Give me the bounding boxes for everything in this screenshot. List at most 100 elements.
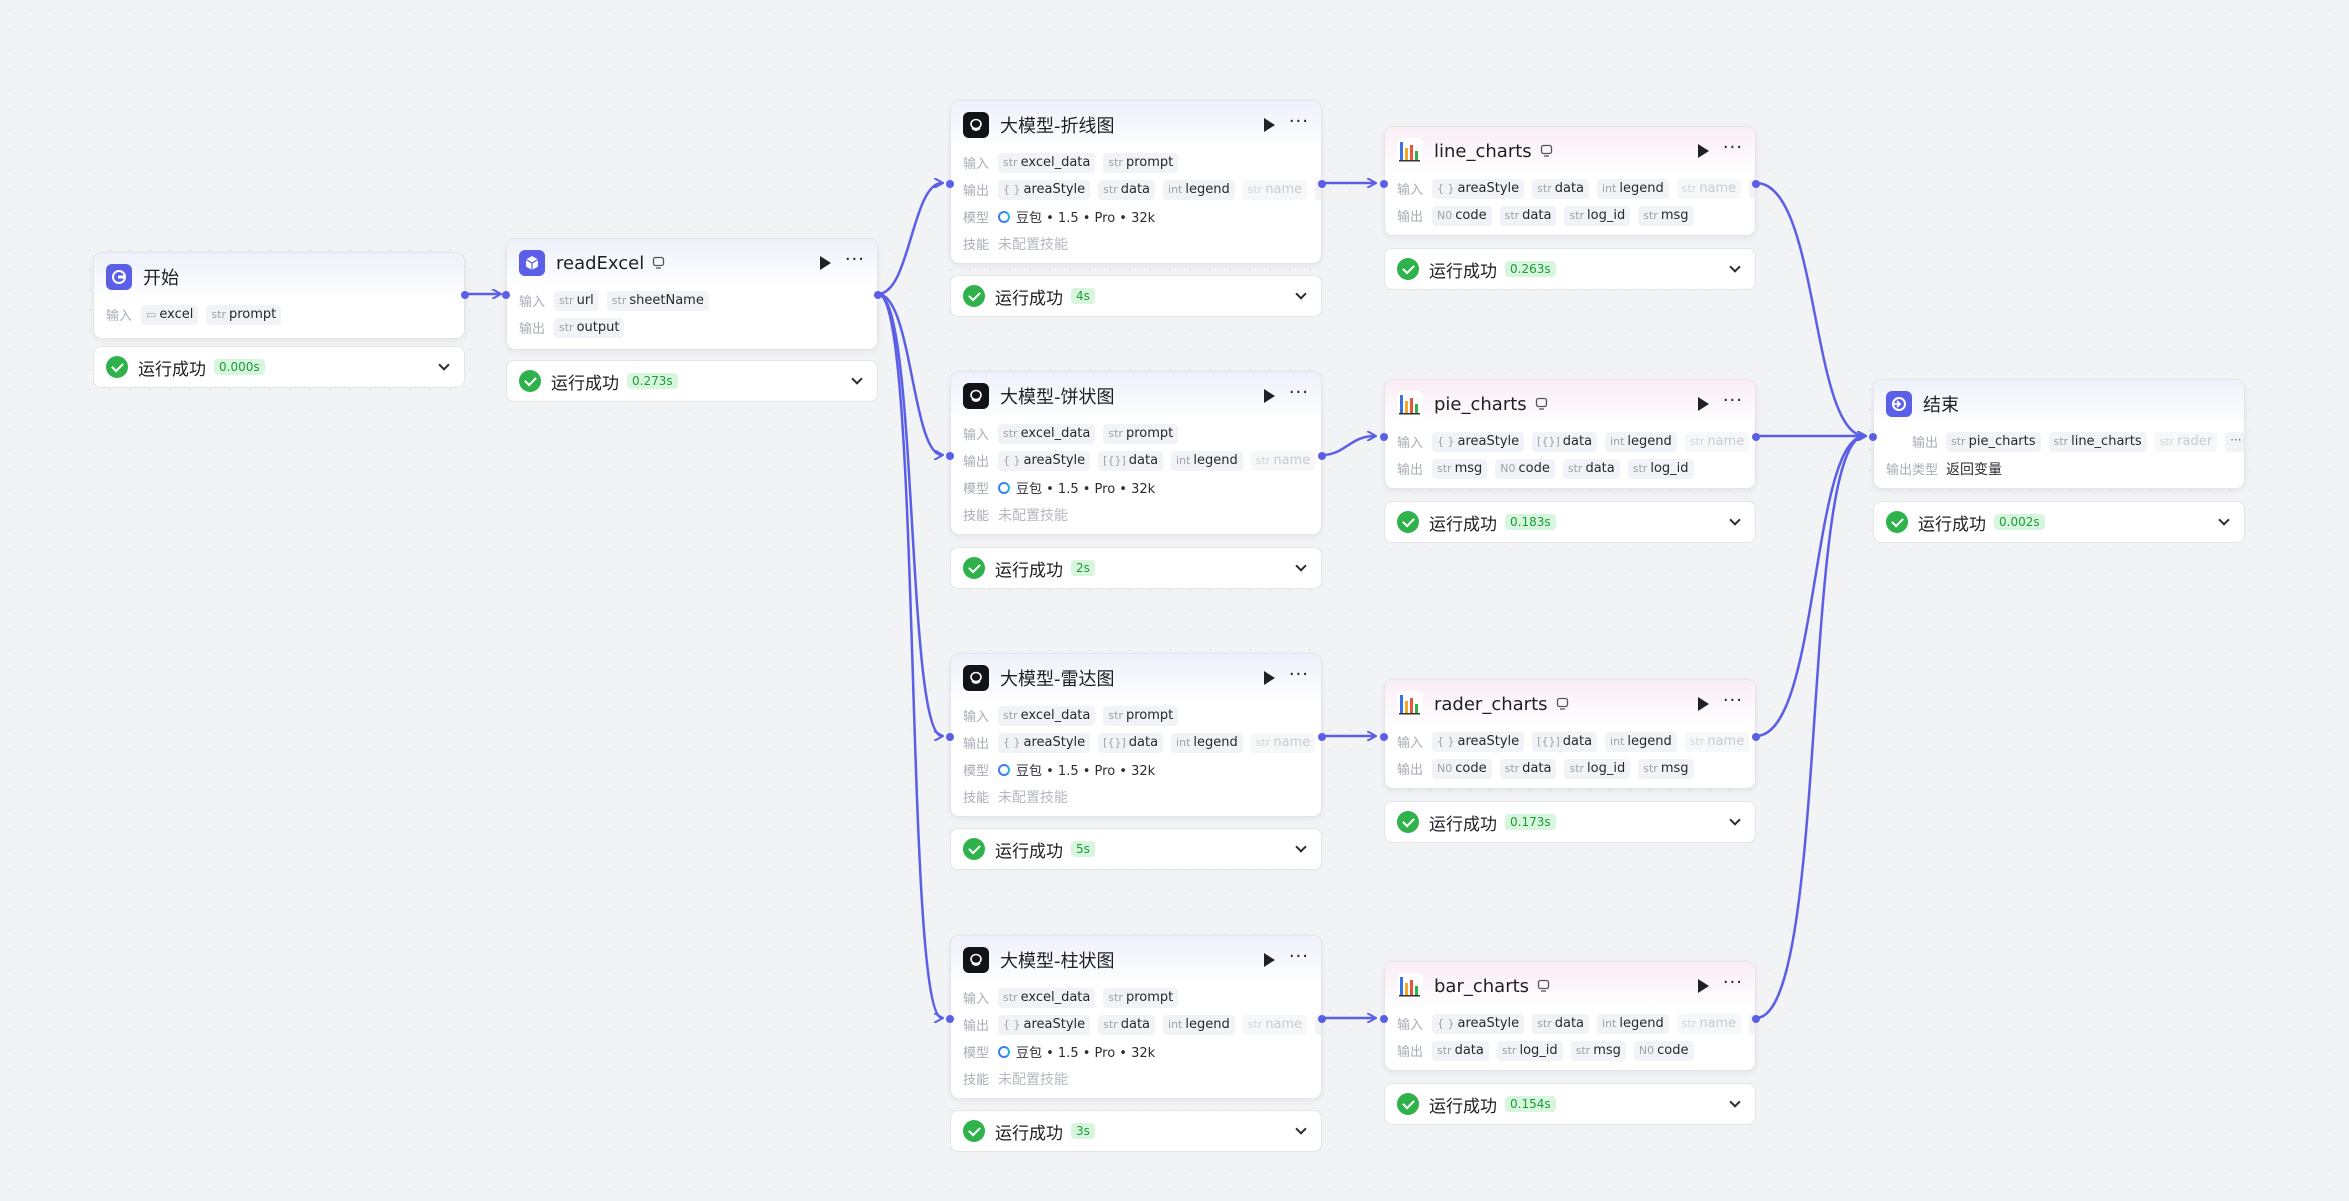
param-type: { } [1437, 1017, 1455, 1030]
input-port[interactable] [1380, 433, 1388, 441]
more-options-button[interactable]: ··· [1722, 390, 1743, 411]
version-icon [1535, 395, 1548, 414]
status-text: 运行成功 [551, 373, 619, 394]
input-port[interactable] [1380, 180, 1388, 188]
more-options-button[interactable]: ··· [1288, 382, 1309, 403]
chevron-down-icon[interactable] [2218, 514, 2230, 526]
output-port[interactable] [1318, 733, 1326, 741]
chevron-down-icon[interactable] [1295, 1123, 1307, 1135]
row-value: 未配置技能 [998, 789, 1068, 806]
param-name: log_id [1650, 461, 1689, 476]
run-node-button[interactable] [1697, 144, 1709, 158]
output-port[interactable] [1752, 1015, 1760, 1023]
param-name: excel_data [1020, 708, 1091, 723]
output-type-row: 输出类型 返回变量 [1874, 455, 2244, 482]
chevron-down-icon[interactable] [1295, 560, 1307, 572]
run-status-pie-charts[interactable]: 运行成功 0.183s [1384, 501, 1756, 543]
param-name: data [1454, 1043, 1484, 1058]
param-tag: { }areaStyle [998, 732, 1091, 753]
chevron-down-icon[interactable] [1729, 261, 1741, 273]
run-status-llm-radar[interactable]: 运行成功 5s [950, 828, 1322, 870]
output-port[interactable] [1752, 180, 1760, 188]
chevron-down-icon[interactable] [1295, 841, 1307, 853]
more-options-button[interactable]: ··· [1722, 690, 1743, 711]
input-port[interactable] [1869, 433, 1877, 441]
chevron-down-icon[interactable] [1729, 514, 1741, 526]
output-port[interactable] [1752, 733, 1760, 741]
chevron-down-icon[interactable] [851, 373, 863, 385]
more-options-button[interactable]: ··· [1722, 137, 1743, 158]
node-rader-charts[interactable]: rader_charts ··· 输入 { }areaStyle [{}]dat… [1380, 679, 1760, 789]
output-port[interactable] [461, 291, 469, 299]
run-node-button[interactable] [1263, 389, 1275, 403]
param-type: str [1567, 462, 1583, 475]
run-status-start[interactable]: 运行成功 0.000s [93, 346, 465, 388]
param-name: data [1554, 181, 1585, 196]
node-header: readExcel ··· [507, 239, 877, 287]
input-port[interactable] [946, 180, 954, 188]
run-status-read-excel[interactable]: 运行成功 0.273s [506, 360, 878, 402]
output-port[interactable] [1318, 452, 1326, 460]
edge-llm-pie-code [1321, 436, 1375, 457]
output-port[interactable] [1318, 180, 1326, 188]
chevron-down-icon[interactable] [1729, 1096, 1741, 1108]
run-status-end[interactable]: 运行成功 0.002s [1873, 501, 2245, 543]
run-status-rader-charts[interactable]: 运行成功 0.173s [1384, 801, 1756, 843]
input-port[interactable] [1380, 1015, 1388, 1023]
param-name: name [1265, 182, 1303, 197]
input-port[interactable] [946, 1015, 954, 1023]
run-status-line-charts[interactable]: 运行成功 0.263s [1384, 248, 1756, 290]
more-options-button[interactable]: ··· [1288, 111, 1309, 132]
run-status-bar-charts[interactable]: 运行成功 0.154s [1384, 1083, 1756, 1125]
run-status-llm-bar[interactable]: 运行成功 3s [950, 1110, 1322, 1152]
input-port[interactable] [946, 452, 954, 460]
run-node-button[interactable] [1697, 697, 1709, 711]
more-options-button[interactable]: ··· [1722, 972, 1743, 993]
node-actions: ··· [1263, 384, 1309, 403]
more-options-button[interactable]: ··· [844, 249, 865, 270]
input-port[interactable] [1380, 733, 1388, 741]
row-label: 技能 [963, 509, 990, 524]
output-port[interactable] [874, 291, 882, 299]
run-node-button[interactable] [1697, 979, 1709, 993]
node-pie-charts[interactable]: pie_charts ··· 输入 { }areaStyle [{}]data … [1380, 379, 1760, 489]
node-title: bar_charts [1434, 975, 1530, 997]
row-label: 输入 [1397, 436, 1424, 451]
success-check-icon [963, 557, 985, 579]
chevron-down-icon[interactable] [438, 359, 450, 371]
run-status-llm-pie[interactable]: 运行成功 2s [950, 547, 1322, 589]
node-actions: ··· [1697, 692, 1743, 711]
row-label: 模型 [963, 1046, 990, 1061]
run-node-button[interactable] [819, 256, 831, 270]
chevron-down-icon[interactable] [1729, 814, 1741, 826]
more-options-button[interactable]: ··· [1288, 664, 1309, 685]
output-port[interactable] [1752, 433, 1760, 441]
run-node-button[interactable] [1697, 397, 1709, 411]
input-port[interactable] [946, 733, 954, 741]
run-status-llm-line[interactable]: 运行成功 4s [950, 275, 1322, 317]
param-name: excel_data [1020, 990, 1091, 1005]
run-node-button[interactable] [1263, 671, 1275, 685]
param-type: str [1681, 1017, 1697, 1030]
chevron-down-icon[interactable] [1295, 288, 1307, 300]
output-port[interactable] [1318, 1015, 1326, 1023]
param-type: str [1003, 427, 1018, 440]
param-name: line_charts [2071, 434, 2142, 449]
more-options-button[interactable]: ··· [1288, 946, 1309, 967]
run-node-button[interactable] [1263, 953, 1275, 967]
input-port[interactable] [502, 291, 510, 299]
run-node-button[interactable] [1263, 118, 1275, 132]
param-type: str [2159, 435, 2175, 448]
more-params-button[interactable]: ··· [2225, 431, 2244, 452]
